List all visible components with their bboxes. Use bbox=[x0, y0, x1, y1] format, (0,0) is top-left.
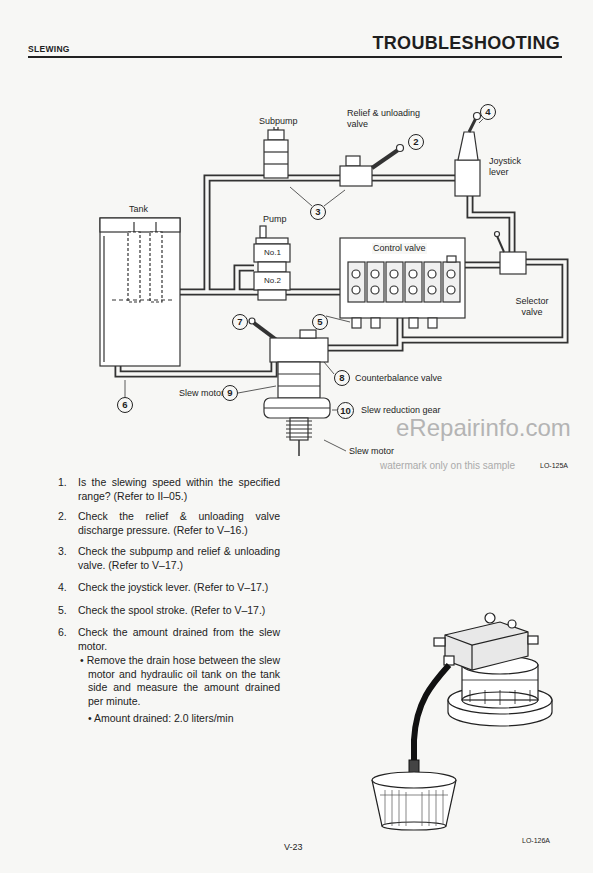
callout-number: 5 bbox=[312, 314, 328, 330]
section-label: SLEWING bbox=[28, 44, 70, 54]
callout-number: 4 bbox=[480, 104, 496, 120]
step-text: Check the amount drained from the slew m… bbox=[78, 626, 280, 653]
step-row: • Amount drained: 2.0 liters/min bbox=[58, 712, 280, 726]
part-label: Tank bbox=[128, 204, 149, 215]
step-text: Check the spool stroke. (Refer to V–17.) bbox=[78, 604, 280, 618]
watermark: eRepairinfo.com bbox=[396, 414, 571, 442]
callout-number: 7 bbox=[232, 314, 248, 330]
part-label: Counterbalance valve bbox=[354, 373, 443, 384]
pump-section-label: No.1 bbox=[264, 248, 281, 257]
part-label: Joystick lever bbox=[488, 156, 538, 178]
step-number: 2. bbox=[58, 510, 78, 537]
part-label: Subpump bbox=[258, 116, 299, 127]
step-number: 4. bbox=[58, 581, 78, 595]
callout-text: 9 bbox=[227, 388, 232, 398]
part-label: Slew motor bbox=[178, 388, 225, 399]
step-row: 1.Is the slewing speed within the specif… bbox=[58, 476, 280, 503]
watermark: watermark only on this sample bbox=[380, 460, 515, 472]
step-note: • Amount drained: 2.0 liters/min bbox=[88, 712, 280, 726]
callout-text: 6 bbox=[122, 400, 127, 410]
callout-text: 8 bbox=[339, 373, 344, 383]
step-number: 5. bbox=[58, 604, 78, 618]
step-text: Check the subpump and relief & unloading… bbox=[78, 545, 280, 572]
callout-number: 2 bbox=[408, 134, 424, 150]
step-text: Is the slewing speed within the specifie… bbox=[78, 476, 280, 503]
callout-number: 6 bbox=[117, 397, 133, 413]
pump-section-label: No.2 bbox=[264, 276, 281, 285]
callout-text: 3 bbox=[315, 207, 320, 217]
part-label: Slew motor bbox=[348, 446, 395, 457]
callout-text: 7 bbox=[237, 317, 242, 327]
part-label: Pump bbox=[262, 214, 288, 225]
figure-code: LO-126A bbox=[522, 836, 550, 845]
callout-number: 3 bbox=[310, 204, 326, 220]
step-list: 1.Is the slewing speed within the specif… bbox=[58, 476, 280, 726]
callout-number: 8 bbox=[334, 370, 350, 386]
page-number: V-23 bbox=[284, 842, 303, 853]
step-row: 5.Check the spool stroke. (Refer to V–17… bbox=[58, 604, 280, 618]
part-label: Control valve bbox=[372, 243, 427, 254]
step-number: 6. bbox=[58, 626, 78, 653]
page-title: TROUBLESHOOTING bbox=[330, 33, 560, 54]
callout-text: 5 bbox=[317, 317, 322, 327]
step-row: 6.Check the amount drained from the slew… bbox=[58, 626, 280, 653]
part-label: Selector valve bbox=[506, 296, 558, 318]
part-label: Relief & unloading valve bbox=[346, 108, 422, 130]
step-text: Check the relief & unloading valve disch… bbox=[78, 510, 280, 537]
figure-code: LO-125A bbox=[540, 461, 568, 470]
callout-text: 10 bbox=[340, 406, 351, 416]
step-note: • Remove the drain hose between the slew… bbox=[80, 654, 280, 708]
step-text: Check the joystick lever. (Refer to V–17… bbox=[78, 581, 280, 595]
step-row: 4.Check the joystick lever. (Refer to V–… bbox=[58, 581, 280, 595]
step-number: 1. bbox=[58, 476, 78, 503]
step-number: 3. bbox=[58, 545, 78, 572]
callout-text: 2 bbox=[413, 137, 418, 147]
callout-text: 4 bbox=[485, 107, 490, 117]
step-row: 3.Check the subpump and relief & unloadi… bbox=[58, 545, 280, 572]
step-row: 2.Check the relief & unloading valve dis… bbox=[58, 510, 280, 537]
callout-number: 9 bbox=[222, 385, 238, 401]
callout-number: 10 bbox=[337, 402, 354, 419]
step-row: • Remove the drain hose between the slew… bbox=[58, 654, 280, 708]
